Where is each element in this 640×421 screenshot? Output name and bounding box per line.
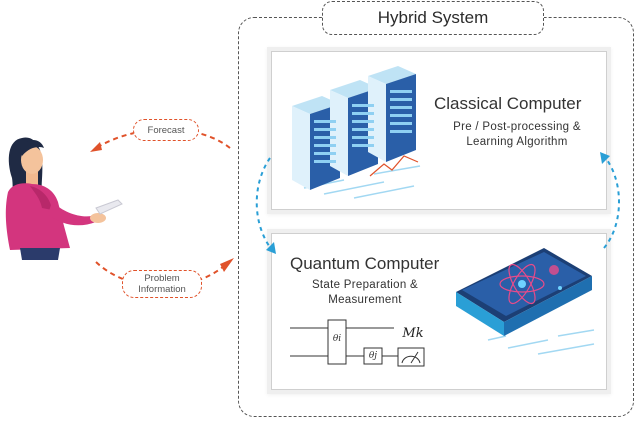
cycle-arrow-right	[600, 152, 620, 249]
atom-icon	[499, 263, 562, 305]
classical-computer-subtitle: Pre / Post-processing & Learning Algorit…	[453, 121, 581, 148]
problem-information-arrow	[95, 258, 234, 288]
hybrid-system-title: Hybrid System	[322, 1, 544, 35]
gate-theta-i: θi	[332, 334, 342, 344]
forecast-label: Forecast	[133, 119, 199, 141]
measurement-label: Mk	[402, 326, 424, 341]
quantum-computer-title: Quantum Computer	[290, 254, 440, 273]
server-rack-icon	[292, 66, 421, 199]
circuit-diagram: θi θj Mk	[290, 316, 440, 372]
classical-computer-panel: Classical Computer Pre / Post-processing…	[271, 51, 607, 210]
problem-information-label: Problem Information	[122, 270, 202, 298]
quantum-chip-icon	[456, 248, 595, 355]
user-illustration	[5, 137, 123, 260]
cycle-arrow-left	[255, 157, 276, 254]
gate-theta-j: θj	[368, 351, 378, 361]
quantum-computer-subtitle: State Preparation & Measurement	[311, 279, 419, 306]
quantum-computer-panel: Quantum Computer State Preparation & Mea…	[271, 233, 607, 390]
classical-computer-title: Classical Computer	[434, 94, 582, 113]
